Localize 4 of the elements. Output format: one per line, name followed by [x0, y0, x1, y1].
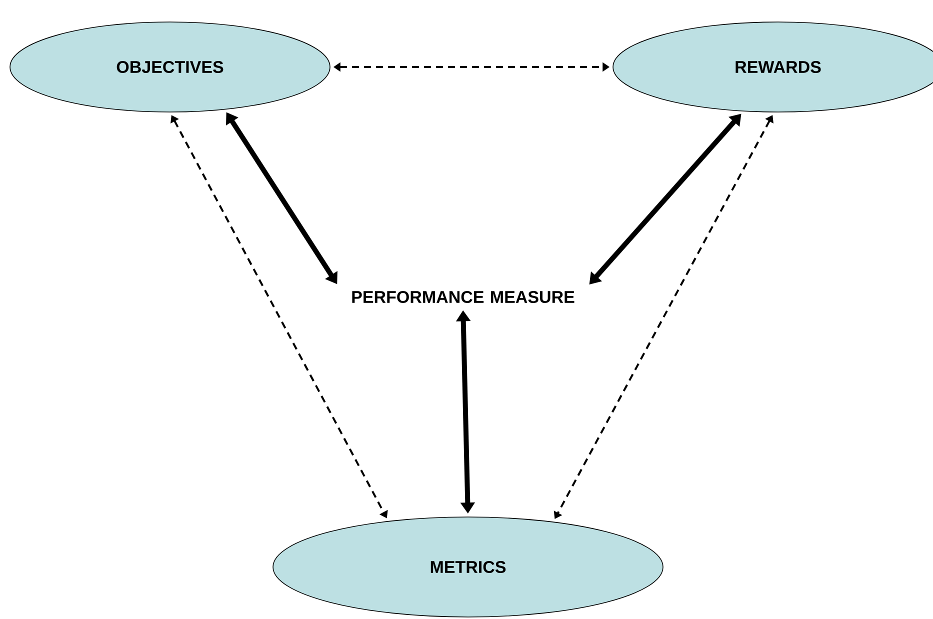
ellipse-node: OBJECTIVES: [10, 22, 330, 112]
ellipse-node: REWARDS: [612, 22, 933, 112]
ellipse-node: METRICS: [272, 516, 664, 618]
node-label: PERFORMANCE MEASURE: [352, 290, 574, 304]
